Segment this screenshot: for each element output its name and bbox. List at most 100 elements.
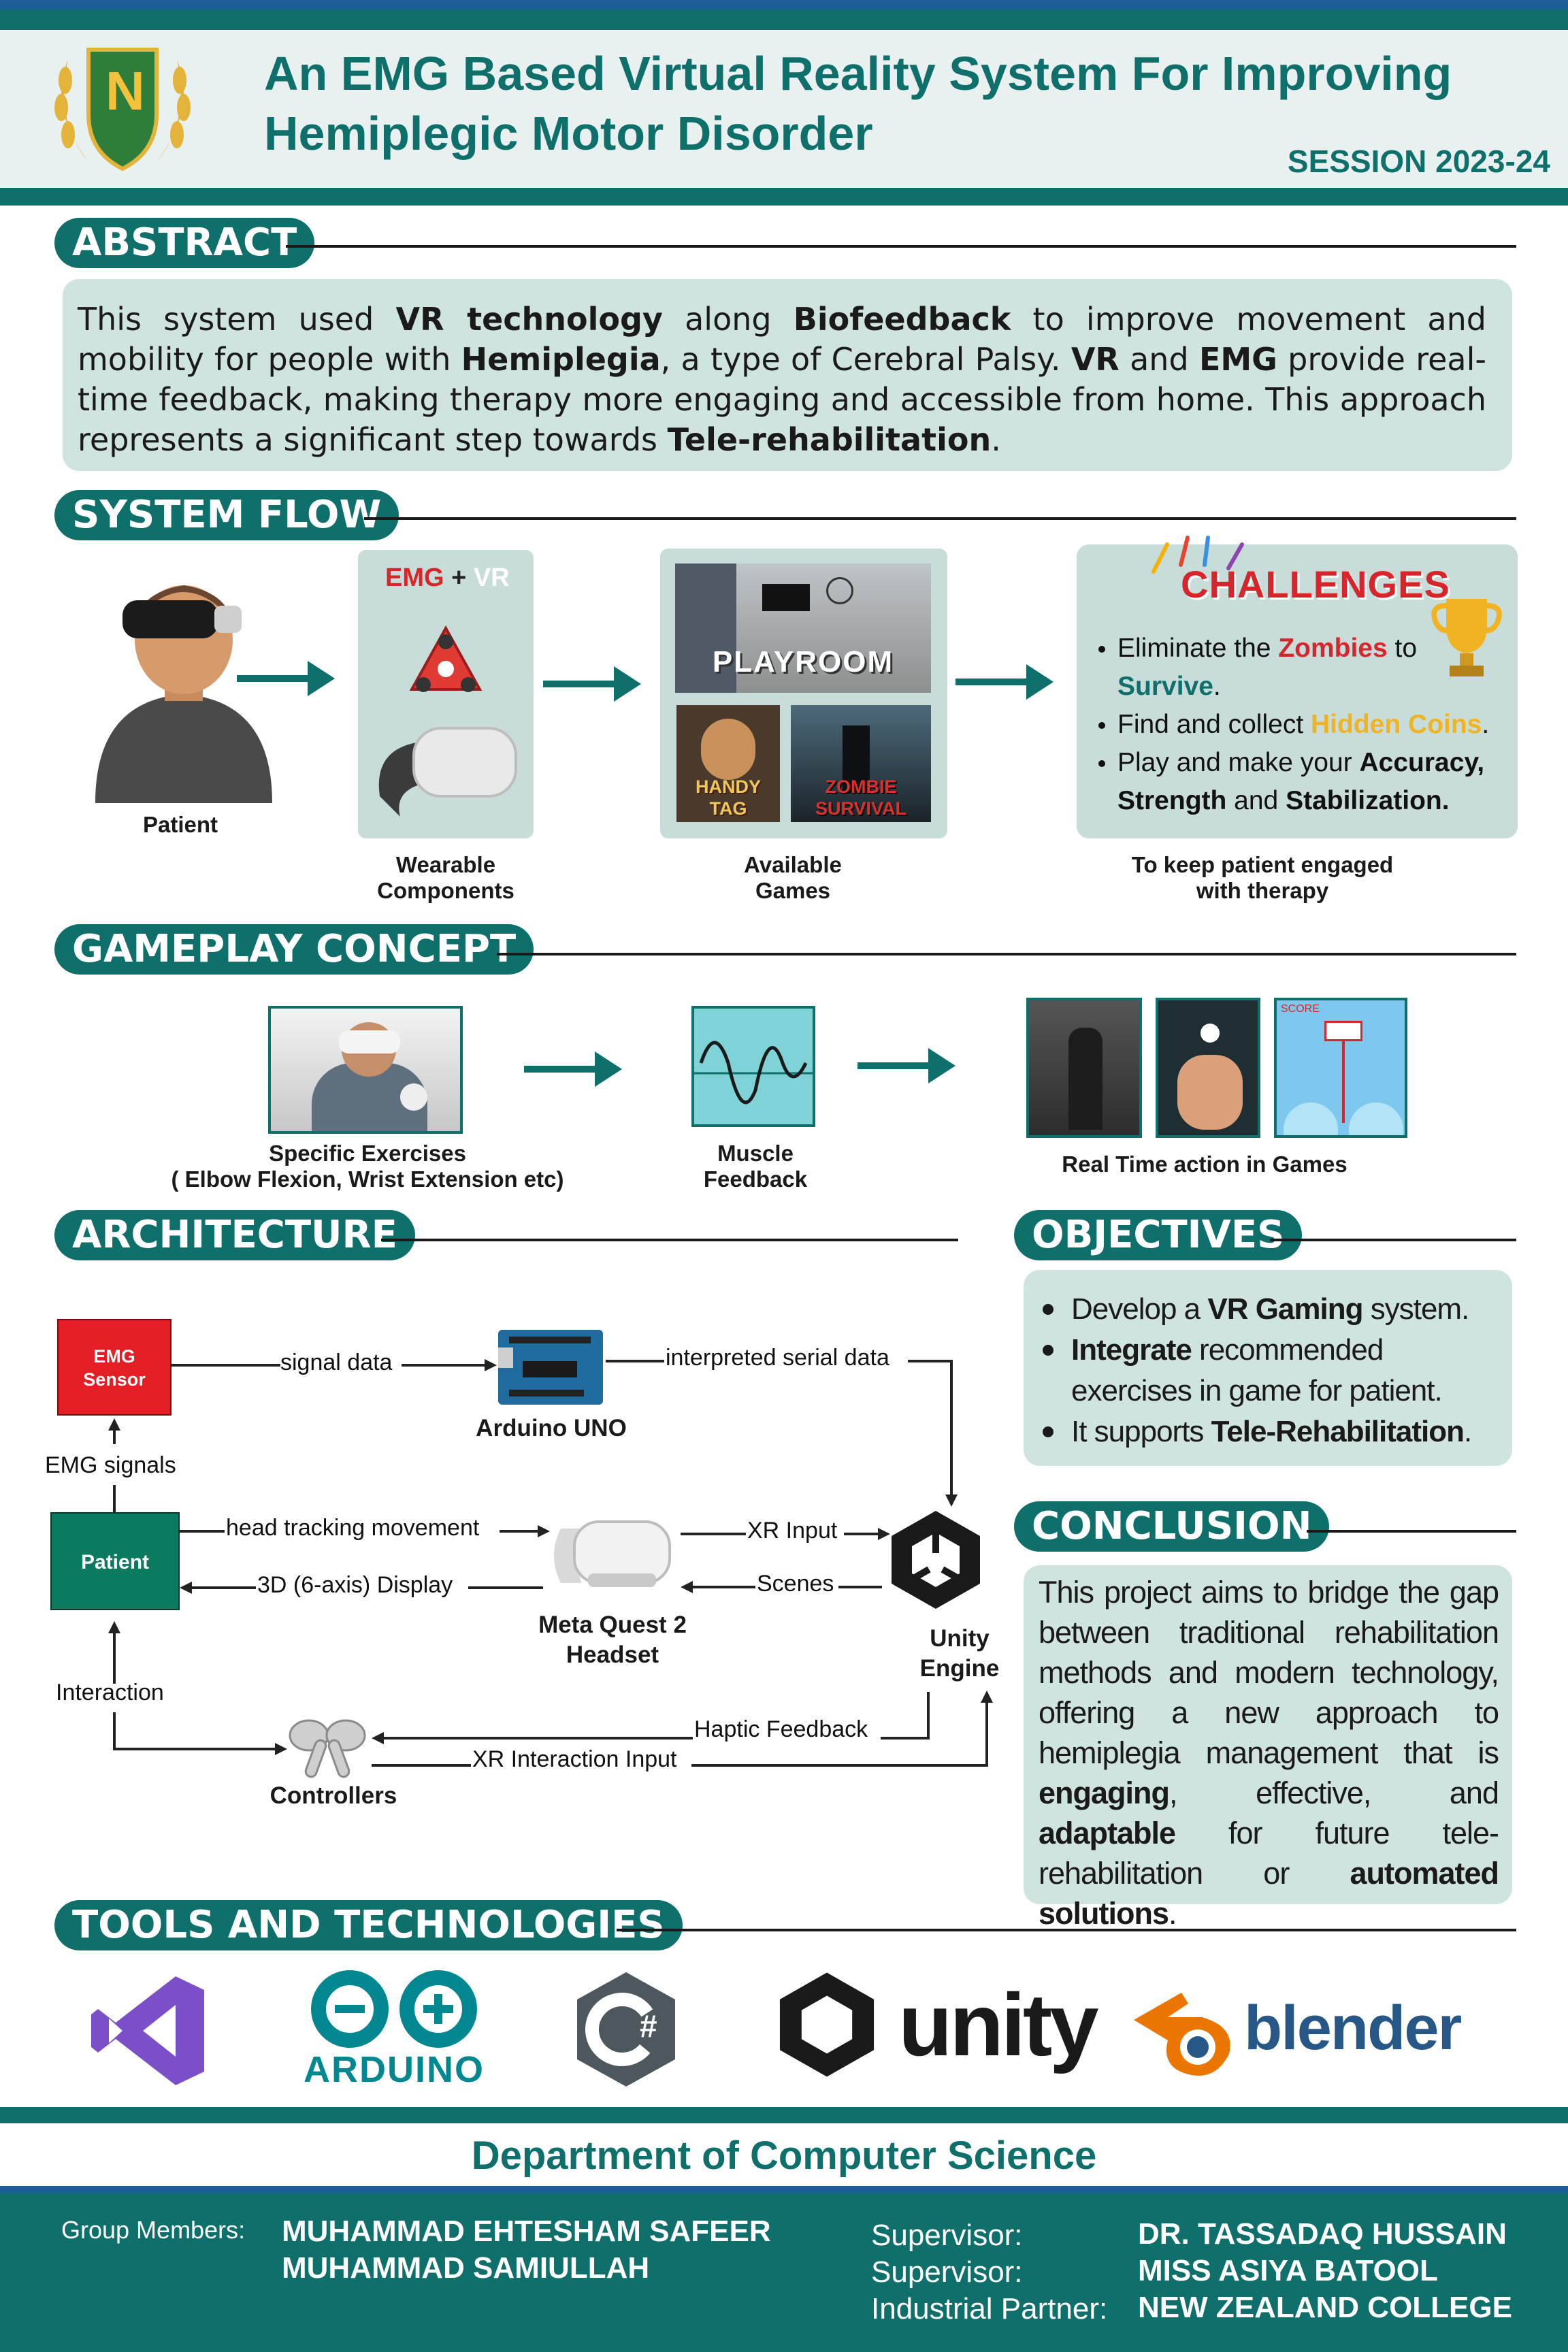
abstract-card bbox=[63, 279, 1512, 471]
arduino-logo-text: ARDUINO bbox=[304, 2049, 485, 2090]
objective-item-1: Develop a VR Gaming system. bbox=[1029, 1289, 1505, 1330]
abstract-heading: ABSTRACT bbox=[54, 218, 315, 268]
zombie-survival-label: ZOMBIE SURVIVAL bbox=[815, 777, 907, 819]
header-bottom-bar bbox=[0, 188, 1568, 206]
interpreted-serial-label: interpreted serial data bbox=[666, 1345, 889, 1371]
title-line-1: An EMG Based Virtual Reality System For … bbox=[264, 47, 1452, 100]
architecture-heading: ARCHITECTURE bbox=[54, 1210, 415, 1260]
emg-vr-label: EMG + VR bbox=[385, 564, 510, 592]
playroom-thumbnail[interactable]: PLAYROOM bbox=[675, 564, 931, 693]
games-caption: Available Games bbox=[744, 852, 842, 903]
head-tracking-label: head tracking movement bbox=[226, 1515, 480, 1541]
tools-heading: TOOLS AND TECHNOLOGIES bbox=[54, 1900, 683, 1950]
group-members-label: Group Members: bbox=[61, 2216, 246, 2244]
session-label: SESSION 2023-24 bbox=[1287, 144, 1550, 179]
blender-logo: blender bbox=[1127, 1979, 1494, 2081]
partner-label: Industrial Partner: bbox=[871, 2292, 1108, 2325]
header-top-bar bbox=[0, 0, 1568, 10]
meta-quest-label: Meta Quest 2 Headset bbox=[538, 1612, 687, 1668]
conclusion-card bbox=[1024, 1565, 1512, 1904]
visual-studio-icon bbox=[88, 1971, 208, 2091]
haptic-feedback-label: Haptic Feedback bbox=[694, 1716, 868, 1742]
gameplay-heading: GAMEPLAY CONCEPT bbox=[54, 924, 534, 975]
zombie-survival-thumbnail[interactable]: ZOMBIE SURVIVAL bbox=[791, 705, 931, 822]
wearable-caption: Wearable Components bbox=[377, 852, 514, 903]
gameplay-arrow-1 bbox=[524, 1051, 622, 1087]
exercise-photo bbox=[268, 1006, 463, 1134]
gameplay-rule bbox=[497, 953, 1516, 956]
challenges-card bbox=[1077, 544, 1518, 838]
handy-tag-thumbnail[interactable]: HANDY TAG bbox=[676, 705, 780, 822]
xr-input-label: XR Input bbox=[747, 1518, 838, 1544]
page-title: An EMG Based Virtual Reality System For … bbox=[264, 44, 1452, 163]
member-1: MUHAMMAD EHTESHAM SAFEER bbox=[282, 2215, 771, 2248]
controllers-label: Controllers bbox=[270, 1782, 397, 1809]
industrial-partner: NEW ZEALAND COLLEGE bbox=[1138, 2291, 1512, 2324]
objectives-rule bbox=[1270, 1239, 1516, 1241]
patient-box: Patient bbox=[50, 1512, 180, 1610]
header-top-bar-teal bbox=[0, 10, 1568, 30]
csharp-hash: # bbox=[640, 2008, 657, 2044]
emg-signals-label: EMG signals bbox=[45, 1452, 176, 1478]
system-flow-heading: SYSTEM FLOW bbox=[54, 490, 399, 540]
unity-engine-label: Unity Engine bbox=[919, 1625, 1000, 1682]
game-screenshot-hand bbox=[1156, 998, 1260, 1138]
confetti-icon bbox=[1140, 531, 1262, 585]
arduino-logo: ARDUINO bbox=[302, 1968, 486, 2091]
display-label: 3D (6-axis) Display bbox=[257, 1572, 453, 1598]
playroom-label: PLAYROOM bbox=[712, 645, 894, 679]
unity-engine-icon bbox=[885, 1505, 987, 1614]
abstract-rule bbox=[286, 245, 1516, 248]
abstract-text: This system used VR technology along Bio… bbox=[78, 301, 1486, 458]
logo-letter: N bbox=[105, 61, 145, 121]
footer-panel bbox=[0, 2193, 1568, 2352]
patient-illustration bbox=[88, 565, 279, 803]
signal-data-label: signal data bbox=[280, 1350, 393, 1375]
blender-logo-text: blender bbox=[1244, 1993, 1462, 2063]
arduino-uno-icon bbox=[495, 1327, 606, 1407]
gameplay-arrow-2 bbox=[858, 1048, 956, 1083]
challenges-title: CHALLENGES bbox=[1181, 563, 1450, 606]
footer-accent-bar bbox=[0, 2186, 1568, 2193]
engaged-caption: To keep patient engaged with therapy bbox=[1131, 852, 1394, 903]
tele-rehab-term: Tele-rehabilitation bbox=[667, 421, 992, 458]
architecture-rule bbox=[381, 1239, 958, 1241]
tools-rule bbox=[617, 1929, 1516, 1931]
exercise-caption: Specific Exercises ( Elbow Flexion, Wris… bbox=[171, 1141, 564, 1192]
objective-item-3: It supports Tele-Rehabilitation. bbox=[1029, 1411, 1505, 1452]
trophy-icon bbox=[1429, 585, 1504, 687]
vr-headset-icon bbox=[373, 715, 523, 823]
game-screenshot-zombie bbox=[1026, 998, 1142, 1138]
supervisor-label-2: Supervisor: bbox=[871, 2255, 1023, 2289]
muscle-caption: Muscle Feedback bbox=[703, 1141, 808, 1192]
unity-logo-text: unity bbox=[898, 1975, 1099, 2074]
muscle-wave-icon bbox=[691, 1006, 815, 1127]
system-flow-rule bbox=[364, 517, 1516, 520]
supervisor-1: DR. TASSADAQ HUSSAIN bbox=[1138, 2217, 1507, 2251]
flow-arrow-1 bbox=[237, 661, 335, 696]
csharp-icon: # bbox=[572, 1968, 681, 2091]
emg-sensor-box: EMG Sensor bbox=[57, 1319, 172, 1416]
flow-arrow-2 bbox=[543, 666, 641, 702]
emg-sensor-icon bbox=[408, 625, 483, 700]
footer-top-bar bbox=[0, 2107, 1568, 2123]
controllers-icon bbox=[283, 1712, 372, 1780]
conclusion-rule bbox=[1307, 1530, 1516, 1533]
supervisor-label-1: Supervisor: bbox=[871, 2219, 1023, 2252]
flow-arrow-3 bbox=[956, 664, 1054, 700]
scenes-label: Scenes bbox=[757, 1571, 834, 1597]
interaction-label: Interaction bbox=[56, 1680, 164, 1705]
objectives-heading: OBJECTIVES bbox=[1014, 1210, 1303, 1260]
challenge-item-2: Find and collect Hidden Coins. bbox=[1094, 706, 1509, 744]
supervisor-2: MISS ASIYA BATOOL bbox=[1138, 2254, 1438, 2287]
arduino-label: Arduino UNO bbox=[476, 1415, 627, 1441]
realtime-caption: Real Time action in Games bbox=[1062, 1152, 1348, 1177]
xr-interaction-label: XR Interaction Input bbox=[472, 1746, 677, 1772]
college-logo: N bbox=[41, 33, 204, 182]
conclusion-heading: CONCLUSION bbox=[1014, 1501, 1330, 1552]
game-screenshot-basketball: SCORE bbox=[1274, 998, 1407, 1138]
member-2: MUHAMMAD SAMIULLAH bbox=[282, 2251, 650, 2285]
